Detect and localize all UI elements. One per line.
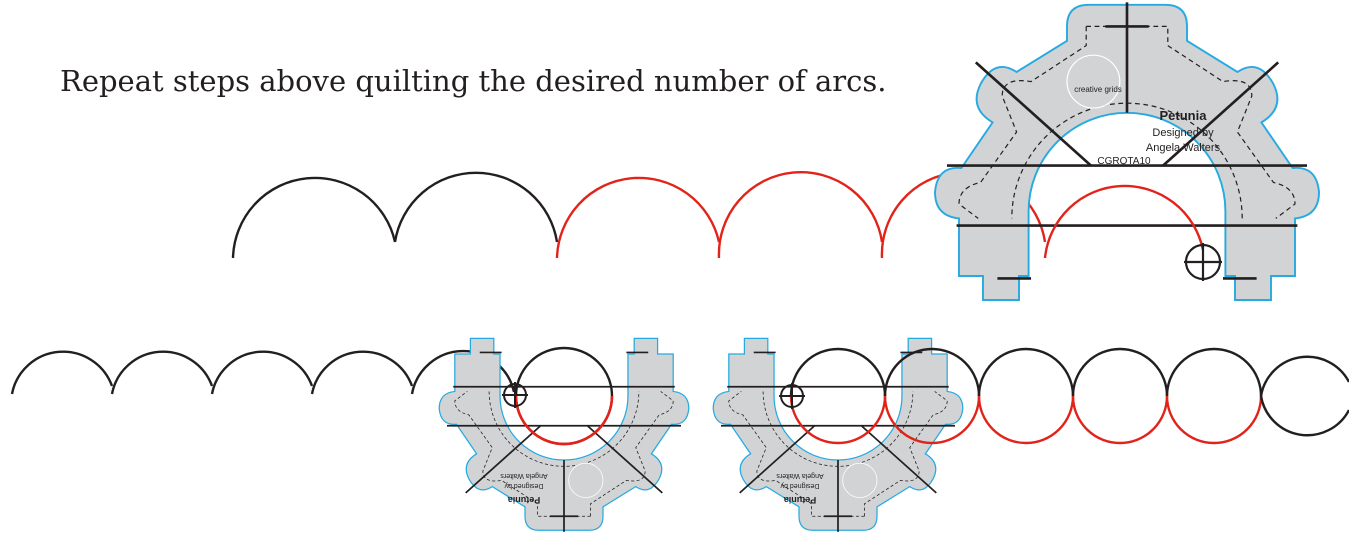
ruler-designer-name-small-right: Angela Walters bbox=[776, 472, 824, 479]
ruler-brand-logo: creative grids bbox=[1074, 85, 1122, 94]
crosshair-icon bbox=[779, 383, 805, 409]
arc-bottom-2 bbox=[110, 350, 214, 395]
crosshair-icon bbox=[502, 382, 528, 408]
petunia-ruler-small-left bbox=[438, 337, 690, 533]
arc-bottom-3 bbox=[210, 350, 314, 395]
arc-black-2 bbox=[393, 171, 559, 243]
ruler-designer-small-left: Designed by bbox=[504, 482, 543, 489]
arc-red-lower-left bbox=[514, 395, 614, 446]
instruction-text: Repeat steps above quilting the desired … bbox=[60, 64, 887, 98]
ruler-name-small-right: Petunia bbox=[783, 495, 817, 505]
arc-red-inside-ruler bbox=[1043, 184, 1205, 259]
arc-bottom-4 bbox=[310, 350, 414, 395]
petunia-ruler-large bbox=[933, 1, 1321, 302]
ruler-designer-name-small-left: Angela Walters bbox=[500, 472, 548, 479]
arc-red-2 bbox=[717, 170, 884, 259]
ruler-designer-small-right: Designed by bbox=[780, 482, 819, 489]
ruler-name: Petunia bbox=[1160, 108, 1208, 123]
arc-bottom-5 bbox=[410, 349, 516, 395]
ruler-designer-label: Designed by bbox=[1152, 127, 1214, 139]
arc-red-1 bbox=[555, 176, 721, 259]
circle-chain bbox=[789, 347, 1349, 445]
petunia-ruler-small-right bbox=[712, 337, 964, 533]
arc-bottom-1 bbox=[10, 350, 114, 395]
ruler-name-small-left: Petunia bbox=[507, 495, 541, 505]
ruler-designer-name: Angela Walters bbox=[1146, 142, 1221, 154]
ruler-model: CGRQTA10 bbox=[1097, 156, 1151, 167]
crosshair-icon bbox=[1184, 243, 1222, 281]
arc-black-1 bbox=[231, 176, 397, 259]
